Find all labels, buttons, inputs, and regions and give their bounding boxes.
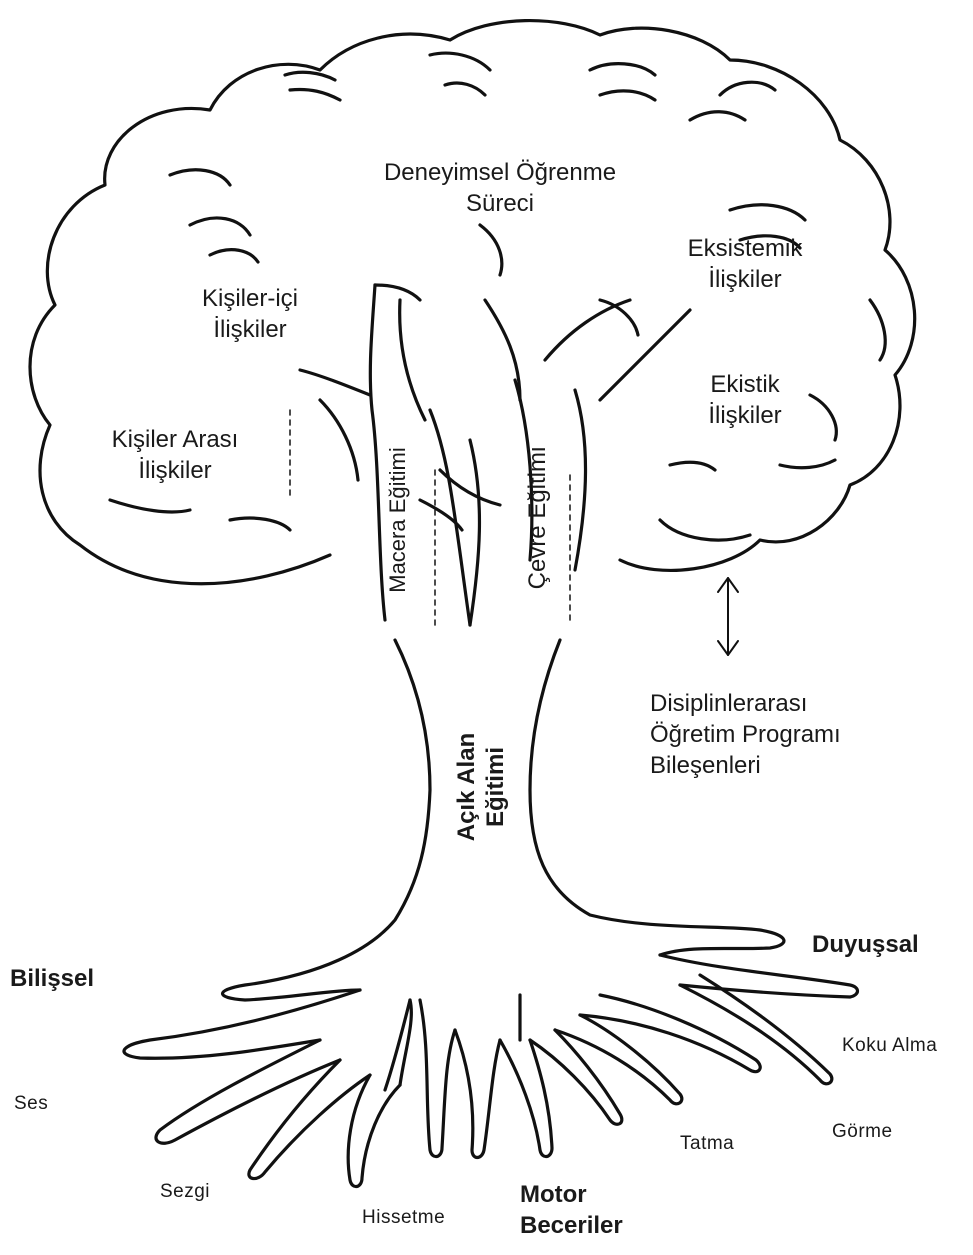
canopy-detail <box>170 170 230 185</box>
label-deneyimsel-ogrenme: Deneyimsel Öğrenme Süreci <box>340 157 660 219</box>
label-kisiler-ici: Kişiler-içi İlişkiler <box>170 283 330 345</box>
label-hissetme: Hissetme <box>362 1206 482 1231</box>
canopy-detail <box>285 72 335 80</box>
root <box>530 1030 622 1124</box>
canopy-detail <box>600 91 655 100</box>
label-gorme: Görme <box>832 1120 922 1145</box>
trunk <box>223 640 431 1000</box>
root <box>348 1075 400 1187</box>
root <box>555 1015 682 1104</box>
branch <box>575 390 586 570</box>
root <box>500 1040 552 1157</box>
canopy-detail <box>430 53 490 70</box>
canopy-detail <box>670 462 715 470</box>
label-cevre-egitimi: Çevre Eğitimi <box>524 423 556 613</box>
branch <box>470 440 479 625</box>
canopy-detail <box>870 300 885 360</box>
branch <box>400 300 425 420</box>
label-macera-egitimi: Macera Eğitimi <box>385 440 415 600</box>
label-sezgi: Sezgi <box>160 1180 230 1205</box>
branch <box>320 400 358 480</box>
root <box>580 995 760 1072</box>
canopy-detail <box>590 64 655 75</box>
branch <box>370 285 385 620</box>
branch <box>375 285 420 300</box>
label-ekistik: Ekistik İlişkiler <box>665 369 825 431</box>
label-tatma: Tatma <box>680 1132 760 1157</box>
label-kisiler-arasi: Kişiler Arası İlişkiler <box>80 424 270 486</box>
label-duyussal: Duyuşsal <box>812 929 952 960</box>
label-ses: Ses <box>14 1092 64 1117</box>
canopy-detail <box>730 205 805 220</box>
canopy-detail <box>110 500 190 512</box>
canopy-detail <box>190 218 250 235</box>
label-koku-alma: Koku Alma <box>842 1034 970 1059</box>
canopy-detail <box>290 89 340 100</box>
label-acik-alan-egitimi: Açık Alan Eğitimi <box>453 712 517 862</box>
root <box>156 1040 340 1143</box>
branch <box>300 370 370 395</box>
canopy-detail <box>480 225 502 275</box>
label-motor-beceriler: Motor Beceriler <box>520 1179 640 1241</box>
root <box>455 1030 500 1158</box>
canopy-detail <box>445 83 485 95</box>
label-disiplinlerarasi: Disiplinlerarası Öğretim Programı Bileşe… <box>650 688 900 782</box>
canopy-detail <box>230 518 290 530</box>
canopy-detail <box>660 520 750 540</box>
canopy-outline <box>30 21 915 584</box>
label-bilissel: Bilişsel <box>10 963 120 994</box>
canopy-detail <box>690 112 745 120</box>
label-eksistemik: Eksistemik İlişkiler <box>665 233 825 295</box>
canopy-detail <box>720 82 775 95</box>
root <box>420 1000 455 1157</box>
canopy-detail <box>780 460 835 468</box>
canopy-detail <box>210 250 258 262</box>
branch <box>485 300 520 400</box>
